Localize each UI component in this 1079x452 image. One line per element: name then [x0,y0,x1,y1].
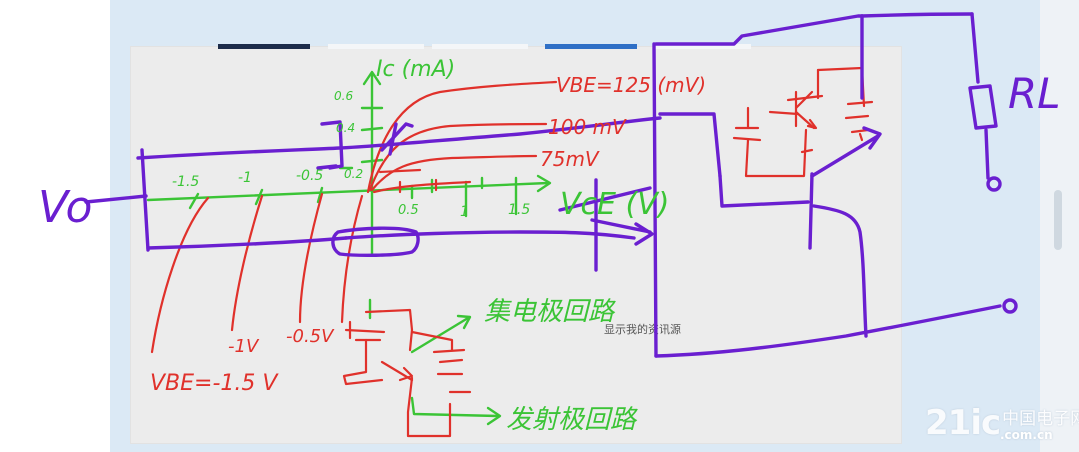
label-x-m05: -0.5 [296,168,323,184]
label-vbe-m05: -0.5V [286,326,335,347]
label-vbe-m1: -1V [228,336,260,357]
label-emitter-loop: 发射极回路 [506,405,638,435]
tab-indicator-light-3[interactable] [655,44,751,49]
left-margin [0,0,110,452]
handwritten-labels: Vo RL Ic (mA) VcE (V) 0.6 0.4 0.2 -1.5 -… [38,57,1061,435]
label-vbe-125: VBE=125 (mV) [556,73,706,97]
label-x-15: 1.5 [508,202,530,218]
label-vbe-75: 75mV [540,147,600,171]
label-ic-axis: Ic (mA) [376,57,455,82]
label-y-04: 0.4 [336,121,355,135]
label-vbe-m15: VBE=-1.5 V [150,371,279,396]
red-transistor-circuit [732,66,874,178]
tab-indicator-light-1[interactable] [328,44,424,49]
scrollbar-thumb[interactable] [1054,190,1062,250]
label-vce-axis: VcE (V) [560,187,669,222]
label-x-05: 0.5 [398,203,419,218]
label-x-m1: -1 [238,170,252,186]
red-curves [150,80,558,438]
label-x-m15: -1.5 [172,174,199,190]
label-collector-loop: 集电极回路 [484,297,616,327]
tab-indicator-active[interactable] [545,44,637,49]
watermark-domain: .com.cn [1000,428,1053,442]
feed-source-link[interactable]: 显示我的资讯源 [604,323,681,336]
green-axes [146,70,552,426]
watermark-logo: 21ic [925,403,1001,443]
watermark-site-name: 中国电子网 [1002,409,1079,429]
label-x-1: 1 [460,204,469,220]
label-vbe-100: 100 mV [548,115,627,139]
label-y-06: 0.6 [334,89,353,103]
purple-schematic [84,12,1018,358]
label-vo: Vo [38,182,92,233]
right-scroll-strip[interactable] [1040,0,1079,452]
tab-indicator-dark[interactable] [218,44,310,49]
tab-indicator-light-2[interactable] [432,44,528,49]
label-y-02: 0.2 [344,167,363,181]
label-rl: RL [1008,69,1061,118]
